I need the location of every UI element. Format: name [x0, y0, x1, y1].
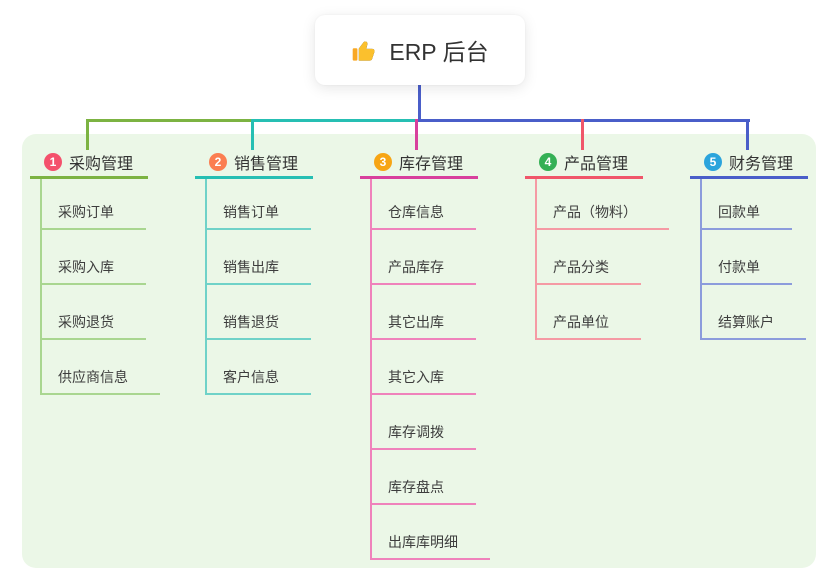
child-node[interactable]: 客户信息	[205, 367, 311, 395]
branch-header-finance[interactable]: 5 财务管理	[690, 148, 808, 179]
branch-number-badge: 3	[374, 153, 392, 171]
bus-line-purchase	[86, 119, 254, 122]
child-node[interactable]: 采购订单	[40, 202, 146, 230]
branch-label: 库存管理	[399, 156, 464, 173]
children-connector-line	[205, 179, 207, 395]
children-connector-line	[40, 179, 42, 395]
child-node[interactable]: 回款单	[700, 202, 792, 230]
child-node[interactable]: 付款单	[700, 257, 792, 285]
child-node[interactable]: 销售出库	[205, 257, 311, 285]
child-node[interactable]: 其它入库	[370, 367, 476, 395]
child-node[interactable]: 产品分类	[535, 257, 641, 285]
branch-label: 采购管理	[69, 156, 134, 173]
child-node[interactable]: 采购入库	[40, 257, 146, 285]
child-node[interactable]: 库存盘点	[370, 477, 476, 505]
drop-line-purchase	[86, 119, 89, 150]
branch-header-sales[interactable]: 2 销售管理	[195, 148, 313, 179]
branch-label: 产品管理	[564, 156, 629, 173]
child-node[interactable]: 结算账户	[700, 312, 806, 340]
branch-label: 销售管理	[234, 156, 299, 173]
root-connector-line	[418, 85, 421, 122]
child-node[interactable]: 库存调拨	[370, 422, 476, 450]
bus-line-sales	[252, 119, 419, 122]
branch-header-purchase[interactable]: 1 采购管理	[30, 148, 148, 179]
thumbs-up-icon	[351, 37, 378, 64]
mindmap-panel	[22, 134, 816, 568]
child-node[interactable]: 其它出库	[370, 312, 476, 340]
drop-line-inventory	[415, 119, 418, 150]
root-node[interactable]: ERP 后台	[315, 15, 525, 85]
child-node[interactable]: 出库库明细	[370, 532, 490, 560]
branch-number-badge: 2	[209, 153, 227, 171]
branch-header-product[interactable]: 4 产品管理	[525, 148, 643, 179]
child-node[interactable]: 销售订单	[205, 202, 311, 230]
branch-number-badge: 5	[704, 153, 722, 171]
branch-number-badge: 4	[539, 153, 557, 171]
children-connector-line	[535, 179, 537, 340]
child-node[interactable]: 仓库信息	[370, 202, 476, 230]
children-connector-line	[700, 179, 702, 340]
root-node-label: ERP 后台	[389, 39, 489, 65]
branch-number-badge: 1	[44, 153, 62, 171]
drop-line-sales	[251, 119, 254, 150]
branch-label: 财务管理	[729, 156, 794, 173]
child-node[interactable]: 销售退货	[205, 312, 311, 340]
child-node[interactable]: 产品（物料）	[535, 202, 669, 230]
child-node[interactable]: 产品单位	[535, 312, 641, 340]
child-node[interactable]: 供应商信息	[40, 367, 160, 395]
children-connector-line	[370, 179, 372, 560]
drop-line-product	[581, 119, 584, 150]
child-node[interactable]: 采购退货	[40, 312, 146, 340]
child-node[interactable]: 产品库存	[370, 257, 476, 285]
drop-line-finance	[746, 119, 749, 150]
branch-header-inventory[interactable]: 3 库存管理	[360, 148, 478, 179]
